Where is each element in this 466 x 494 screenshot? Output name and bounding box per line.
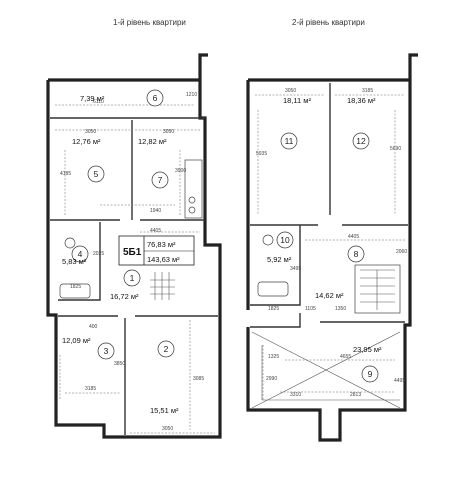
bathtub (59, 283, 91, 299)
room-number: 1 (130, 273, 135, 283)
dim-text: 6110 (93, 99, 104, 105)
dim-text: 2025 (93, 251, 104, 257)
room-number: 2 (164, 344, 169, 354)
dim-text: 3050 (163, 129, 174, 135)
apartment-badge: 5Б1 76,83 м² 143,63 м² (118, 235, 195, 266)
level2-bath-wall (250, 225, 301, 306)
room-area: 5,83 м² (62, 257, 87, 266)
dim-text: 2990 (266, 376, 277, 382)
level2-outer-wall (246, 53, 418, 442)
room-area: 5,92 м² (267, 255, 292, 264)
room-marker-2 (157, 340, 175, 358)
dim-text: 3185 (362, 88, 373, 94)
dim-text: 1105 (305, 306, 316, 312)
dim-text: 3050 (285, 88, 296, 94)
stove-burner (188, 196, 196, 204)
dim-text: 2060 (396, 249, 407, 255)
room-area: 14,62 м² (315, 291, 344, 300)
room-area: 18,36 м² (347, 96, 376, 105)
room-number: 7 (158, 175, 163, 185)
dim-text: 1325 (268, 354, 279, 360)
level1-title: 1-й рівень квартири (113, 18, 186, 27)
level1-wall-2-3 (58, 315, 218, 435)
room-number: 12 (356, 136, 366, 146)
dim-text: 3310 (290, 392, 301, 398)
room-number: 4 (78, 249, 83, 259)
badge-code: 5Б1 (123, 247, 142, 258)
dim-text: 4405 (150, 228, 161, 234)
level2-stair-steps (360, 269, 395, 310)
badge-frame (118, 235, 195, 266)
room-number: 6 (153, 93, 158, 103)
dim-text: 3085 (193, 376, 204, 382)
room-number: 10 (280, 235, 290, 245)
toilet (64, 237, 76, 249)
level2-terrace-wall (250, 313, 405, 328)
dim-text: 2813 (350, 392, 361, 398)
kitchen-counter (184, 159, 203, 219)
dim-text: 1825 (268, 306, 279, 312)
dim-text: 3185 (85, 386, 96, 392)
dim-text: 3050 (85, 129, 96, 135)
room-area: 7,39 м² (80, 94, 105, 103)
room-number: 3 (104, 346, 109, 356)
dim-text: 3850 (114, 361, 125, 367)
dim-text: 5935 (256, 151, 267, 157)
room-marker-6 (146, 89, 164, 107)
room-number: 8 (354, 249, 359, 259)
level2-stair (354, 264, 401, 314)
level2-terrace-diagonals (251, 331, 401, 409)
dim-text: 4495 (394, 378, 405, 384)
room-marker-12 (352, 132, 370, 150)
dim-text: 4655 (340, 354, 351, 360)
bathtub (257, 281, 289, 297)
dim-text: 1825 (70, 284, 81, 290)
level1-plan: 6110 1210 3050 3050 4185 3900 1940 2025 … (46, 53, 222, 439)
room-area: 15,51 м² (150, 406, 179, 415)
room-marker-3 (97, 342, 115, 360)
level2-dim-lines (255, 94, 405, 400)
room-marker-4 (71, 245, 89, 263)
dim-text: 4405 (348, 234, 359, 240)
room-area: 12,76 м² (72, 137, 101, 146)
room-number: 5 (94, 169, 99, 179)
level2-title: 2-й рівень квартири (292, 18, 365, 27)
room-marker-1 (123, 269, 141, 287)
dim-text: 1210 (186, 92, 197, 98)
dim-text: 400 (89, 324, 98, 330)
room-area: 12,82 м² (138, 137, 167, 146)
toilet (262, 234, 274, 246)
level1-bath-wall (58, 222, 101, 301)
dim-text: 3050 (162, 426, 173, 432)
room-marker-9 (361, 365, 379, 383)
level1-stair (150, 272, 175, 300)
room-area: 12,09 м² (62, 336, 91, 345)
room-marker-11 (280, 132, 298, 150)
room-number: 9 (368, 369, 373, 379)
dim-text: 3495 (290, 266, 301, 272)
stove-burner (188, 206, 196, 214)
dim-text: 1940 (150, 208, 161, 214)
room-marker-7 (151, 171, 169, 189)
level1-dim-lines (55, 104, 215, 434)
room-area: 23,95 м² (353, 345, 382, 354)
badge-total-area: 143,63 м² (147, 255, 180, 264)
room-marker-5 (87, 165, 105, 183)
badge-living-area: 76,83 м² (147, 240, 176, 249)
dim-text: 1350 (335, 306, 346, 312)
room-marker-8 (347, 245, 365, 263)
dim-text: 3900 (175, 168, 186, 174)
dim-text: 5690 (390, 146, 401, 152)
room-marker-10 (276, 231, 294, 249)
dim-text: 4185 (60, 171, 71, 177)
room-number: 11 (285, 136, 294, 146)
room-area: 16,72 м² (110, 292, 139, 301)
level2-plan: 3050 3185 5935 5690 4405 2060 1825 3495 … (246, 53, 418, 442)
room-area: 18,11 м² (283, 96, 311, 105)
